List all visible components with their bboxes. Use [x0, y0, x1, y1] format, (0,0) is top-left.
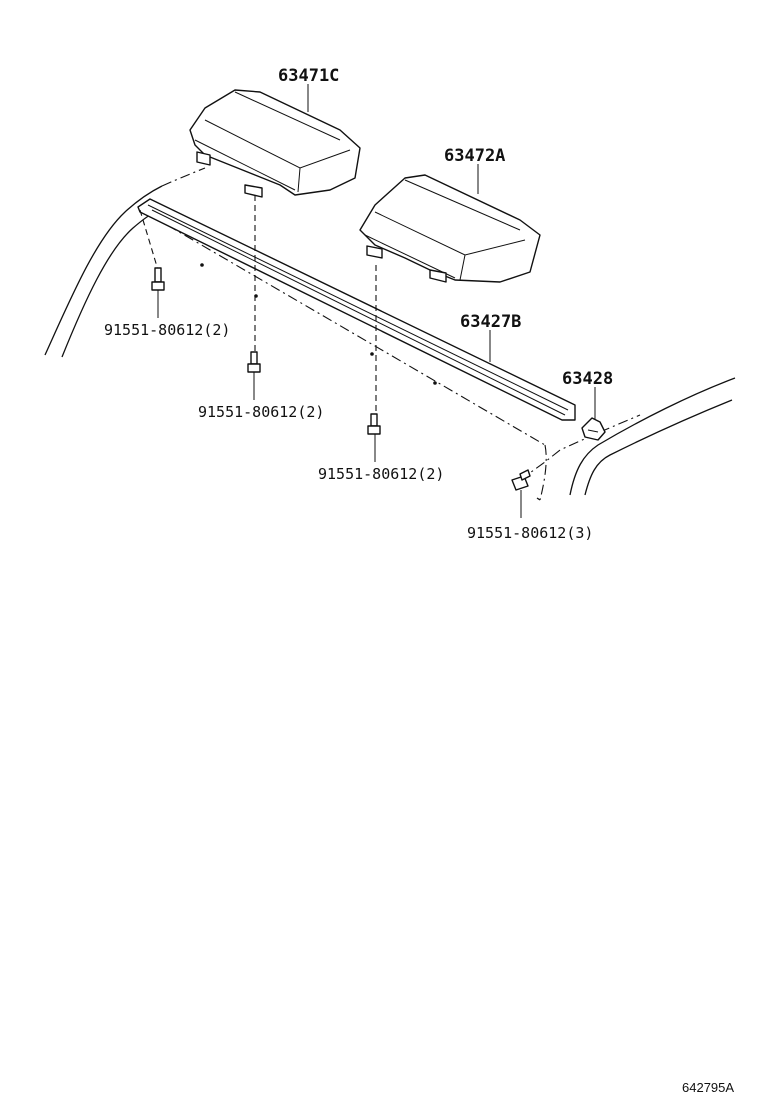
label-rear-cover-left: 63471C	[278, 66, 339, 86]
leader-lines	[157, 84, 596, 518]
label-bolt-2: 91551-80612(2)	[198, 403, 324, 421]
label-bolt-4: 91551-80612(3)	[467, 524, 593, 542]
label-rail: 63427B	[460, 312, 521, 332]
roof-outline	[44, 167, 736, 501]
rail-part	[137, 198, 576, 421]
figure-reference: 642795A	[682, 1080, 734, 1095]
label-end-piece: 63428	[562, 369, 613, 389]
rear-cover-right-part	[359, 174, 541, 283]
label-bolt-3: 91551-80612(2)	[318, 465, 444, 483]
rear-cover-left-part	[189, 89, 361, 198]
bolt-icon	[151, 267, 165, 291]
bolt-icon	[247, 351, 261, 373]
label-bolt-1: 91551-80612(2)	[104, 321, 230, 339]
end-piece-part	[581, 417, 606, 441]
bolt-icon	[367, 413, 381, 435]
label-rear-cover-right: 63472A	[444, 146, 505, 166]
fastener-guides	[139, 195, 377, 415]
bolt-icon	[511, 469, 531, 491]
